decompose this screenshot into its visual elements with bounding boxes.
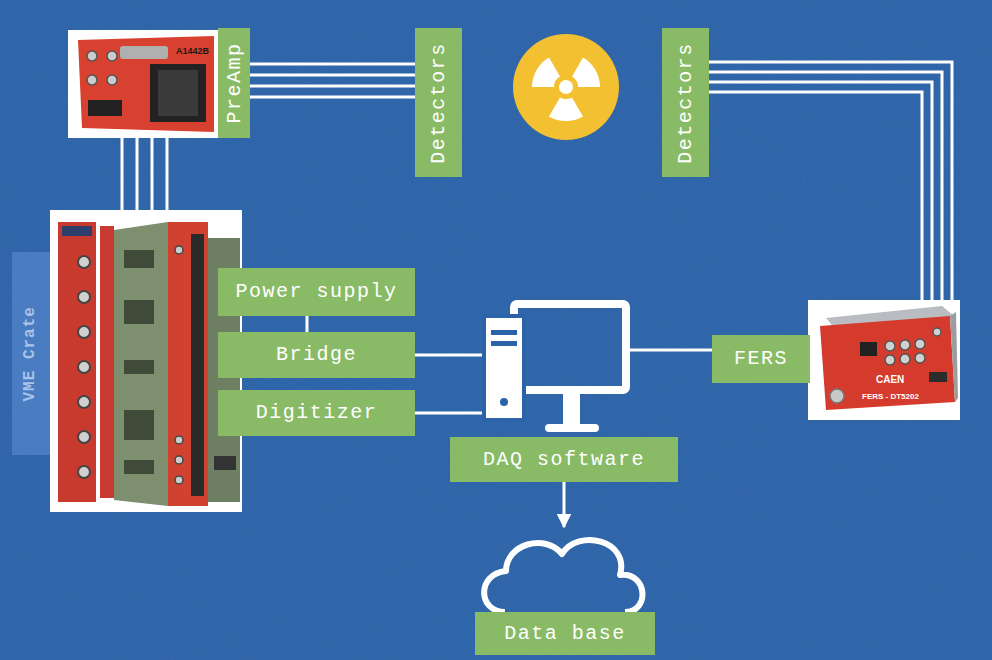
connector [306, 316, 309, 332]
fers-photo [808, 300, 960, 420]
device-marking: FERS - DT5202 [862, 386, 919, 404]
device-marking-text: A1442B [176, 46, 209, 56]
radiation-symbol [513, 34, 619, 140]
computer-node: DAQ software [450, 300, 678, 482]
module-box: Digitizer [218, 390, 415, 436]
connector [678, 349, 712, 352]
node-label: VME Crate [22, 306, 40, 401]
device-marking-text: CAEN [876, 374, 904, 385]
node-label: Detectors [675, 42, 697, 164]
group-label-box: VME Crate [12, 252, 50, 455]
vme-crate-photo [50, 210, 242, 512]
node-label: FERS [712, 335, 810, 383]
node-label: Detectors [428, 42, 450, 164]
device-marking: A1442B [176, 41, 209, 59]
device-marking: CAEN [876, 370, 904, 388]
connector [415, 412, 450, 415]
preamp-photo [68, 30, 218, 138]
node-label: Data base [475, 612, 655, 655]
node-label: DAQ software [450, 437, 678, 482]
vertical-label-box: PreAmp [218, 28, 250, 138]
node-label: Power supply [235, 281, 397, 303]
computer-icon [484, 304, 626, 432]
module-box: Bridge [218, 332, 415, 378]
connector [709, 92, 922, 300]
device-marking-text: FERS - DT5202 [862, 392, 919, 401]
vertical-label-box: Detectors [415, 28, 462, 177]
vertical-label-box: Detectors [662, 28, 709, 177]
device-node: FERS [712, 300, 960, 420]
node-label: Digitizer [256, 402, 378, 424]
database-node: Data base [475, 527, 655, 655]
node-label: Bridge [276, 344, 357, 366]
node-label: PreAmp [223, 42, 245, 123]
connector [415, 354, 450, 357]
module-box: Power supply [218, 268, 415, 316]
connector [250, 74, 415, 77]
connector [563, 482, 566, 527]
cloud-icon [484, 540, 642, 612]
